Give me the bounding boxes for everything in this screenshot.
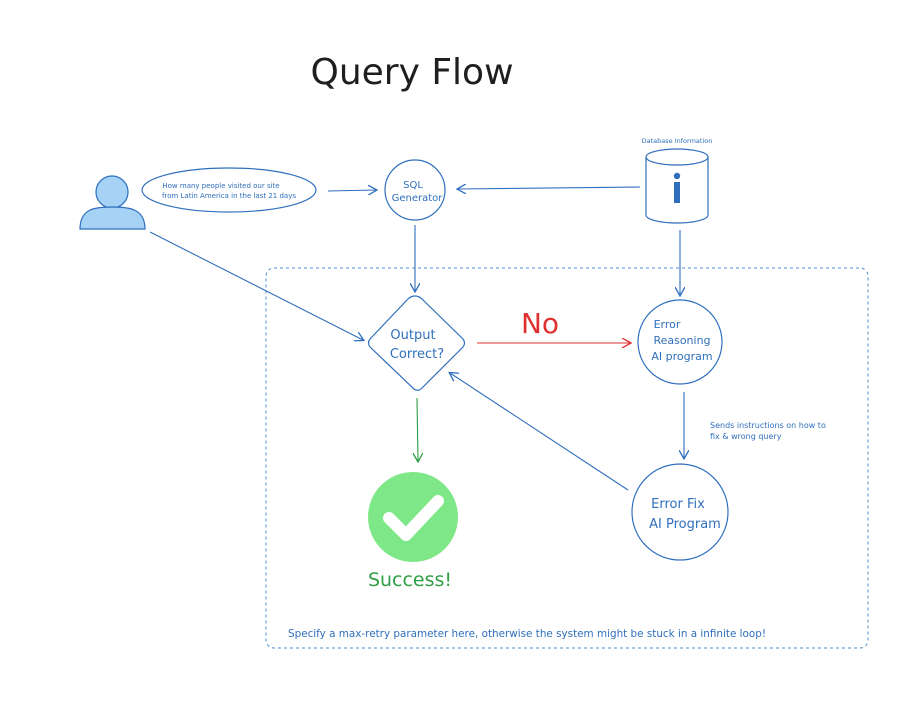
output-correct-decision: Output Correct? xyxy=(367,295,466,391)
arrow-user-to-decision xyxy=(149,231,363,340)
error-fix-node: Error Fix AI Program xyxy=(631,463,729,561)
error-reasoning-line2: Reasoning xyxy=(653,334,710,347)
error-fix-line1: Error Fix xyxy=(651,497,705,512)
user-question-line2: from Latin America in the last 21 days xyxy=(162,192,296,200)
arrow-db-to-sql xyxy=(458,187,641,189)
decision-line1: Output xyxy=(390,328,435,343)
user-question-line1: How many people visited our site xyxy=(162,182,279,190)
check-icon xyxy=(368,472,458,562)
error-reasoning-line3: AI program xyxy=(651,350,712,363)
decision-line2: Correct? xyxy=(390,347,444,362)
retry-loop-boundary xyxy=(265,267,869,649)
sql-generator-line1: SQL xyxy=(403,180,423,191)
no-label: No xyxy=(521,307,559,340)
error-reasoning-node: Error Reasoning AI program xyxy=(637,299,723,385)
retry-note: Specify a max-retry parameter here, othe… xyxy=(288,628,766,640)
arrow-bubble-to-sql xyxy=(327,190,376,191)
user-icon xyxy=(79,175,146,230)
error-fix-line2: AI Program xyxy=(649,517,721,532)
error-reasoning-line1: Error xyxy=(654,318,681,331)
user-question-bubble: How many people visited our site from La… xyxy=(141,167,317,213)
sql-generator-line2: Generator xyxy=(392,193,444,204)
success-label: Success! xyxy=(368,569,452,591)
page-title: Query Flow xyxy=(310,52,513,93)
database-node: Database Information xyxy=(642,137,713,224)
sql-generator-node: SQL Generator xyxy=(384,159,446,221)
info-icon xyxy=(673,172,681,203)
database-label: Database Information xyxy=(642,137,713,145)
instructions-note-line1: Sends instructions on how to xyxy=(710,421,826,430)
arrow-error-fix-to-decision xyxy=(450,373,629,491)
instructions-note-line2: fix & wrong query xyxy=(710,432,782,441)
arrow-decision-to-success xyxy=(417,397,418,461)
